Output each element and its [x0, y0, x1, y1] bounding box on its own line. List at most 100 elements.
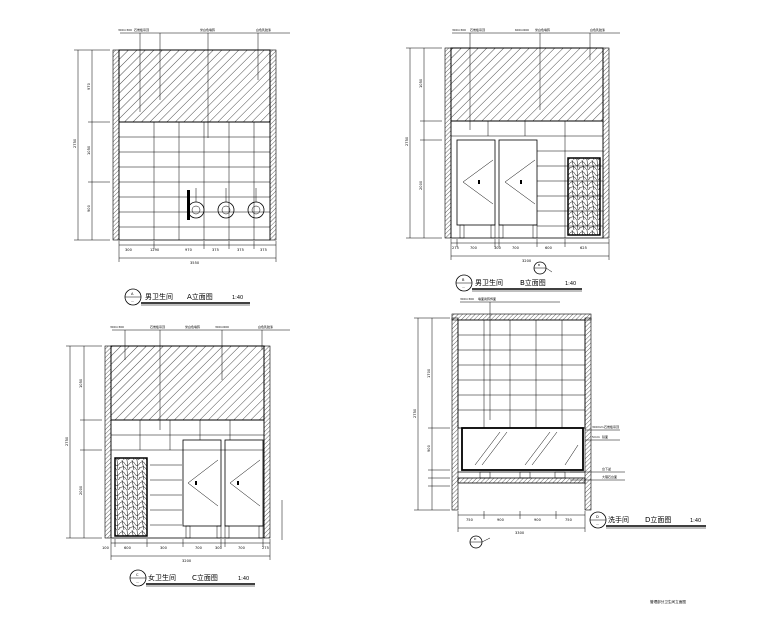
dim-a-2: 1290 [150, 248, 160, 252]
dim-c-1: 100 [102, 546, 110, 550]
callout-d-1: 300×300 [460, 297, 474, 301]
elevation-name-d: D立面图 [645, 515, 671, 524]
dim-a-side-1: 970 [87, 82, 91, 90]
room-name-a: 男卫生间 [145, 292, 173, 301]
dim-d-4: 750 [565, 518, 573, 522]
circle-sub-a: — [131, 299, 134, 303]
circle-label-c: C [136, 573, 139, 577]
right-wall [584, 317, 592, 511]
elevation-view-a: 300 1290 970 375 375 375 3550 2750 970 1… [73, 27, 290, 306]
callout-d-4: 石膏板吊顶 [604, 424, 619, 429]
dim-d-total: 3300 [515, 531, 525, 535]
callout-b-3: 600×600 [515, 28, 529, 32]
left-wall [451, 317, 459, 511]
room-name-d: 洗手间 [608, 515, 629, 524]
circle-label-b: B [462, 278, 465, 282]
dim-a-6: 375 [260, 248, 267, 252]
elevation-view-d: 750 900 900 750 3300 2750 1700 900 300×3… [413, 296, 706, 549]
dim-a-4: 375 [212, 248, 219, 252]
dim-a-5: 375 [237, 248, 244, 252]
callout-d-7: 台下盆 [602, 466, 611, 471]
mirror [461, 427, 584, 471]
dim-b-3: 300 [494, 246, 502, 250]
callout-c-2: 石膏板吊顶 [150, 324, 165, 329]
tile-wall [450, 120, 604, 239]
dim-a-total: 3550 [190, 261, 200, 265]
dim-b-6: 625 [580, 246, 587, 250]
dim-d-2: 900 [497, 518, 505, 522]
circle-sub-b: — [462, 285, 465, 289]
callout-a-4: 白色乳胶漆 [256, 27, 271, 32]
dim-a-1: 300 [125, 248, 133, 252]
callout-d-6: 镜面 [602, 434, 608, 439]
callout-b-5: 白色乳胶漆 [590, 27, 605, 32]
dim-c-total: 3200 [182, 559, 192, 563]
dim-c-3: 300 [160, 546, 168, 550]
room-name-b: 男卫生间 [475, 278, 503, 287]
callout-c-1: 300×300 [110, 325, 124, 329]
dim-d-3: 900 [534, 518, 542, 522]
dim-c-5: 300 [215, 546, 223, 550]
dim-c-side-1: 1050 [79, 378, 83, 388]
callout-d-2: 墙面瓷砖饰面 [478, 296, 496, 301]
ceiling-band [118, 49, 271, 123]
callout-d-5: 5mm [592, 435, 600, 439]
elevation-view-c: 100 600 300 700 300 700 275 3200 2750 10… [65, 324, 290, 587]
dim-b-2: 700 [470, 246, 478, 250]
right-wall [269, 49, 277, 241]
top-wall [451, 313, 592, 321]
tile-wall [457, 319, 586, 429]
dim-c-side-2: 2000 [79, 485, 83, 495]
left-wall [104, 345, 112, 539]
circle-sub-d: — [596, 522, 599, 526]
dim-c-height: 2750 [65, 436, 69, 446]
dim-d-height: 2750 [413, 408, 417, 418]
elevation-name-c: C立面图 [192, 573, 218, 582]
title-block-b: B — 男卫生间 B立面图 1:40 [455, 274, 582, 292]
ceiling-band [110, 345, 265, 421]
title-block-a: A — 男卫生间 A立面图 1:40 [124, 288, 250, 306]
dim-b-4: 700 [512, 246, 520, 250]
left-wall [112, 49, 120, 241]
dim-c-6: 700 [238, 546, 246, 550]
dim-d-1: 750 [466, 518, 474, 522]
scale-a: 1:40 [232, 295, 243, 301]
dim-b-total: 3200 [522, 259, 532, 263]
tile-wall [118, 121, 271, 241]
callout-d-3: 300mm [592, 425, 604, 429]
dim-a-side-2: 1050 [87, 145, 91, 155]
callout-a-2: 石膏板吊顶 [134, 27, 149, 32]
dim-b-height: 2750 [405, 136, 409, 146]
cubicle-doors [456, 139, 538, 239]
marble-panel [567, 157, 601, 236]
callout-c-4: 300×600 [215, 325, 229, 329]
dim-c-7: 275 [262, 546, 269, 550]
dim-b-5: 600 [545, 246, 553, 250]
dim-a-3: 970 [185, 248, 193, 252]
dim-d-side-2: 900 [427, 444, 431, 452]
left-wall [444, 47, 452, 239]
callout-c-5: 白色乳胶漆 [258, 324, 273, 329]
scale-b: 1:40 [565, 281, 576, 287]
callout-b-1: 300×300 [452, 28, 466, 32]
callout-c-3: 米白色墙砖 [185, 324, 200, 329]
ceiling-band [450, 47, 604, 122]
dim-b-side-2: 2000 [419, 180, 423, 190]
circle-label-a: A [131, 292, 134, 296]
callout-d-8: 大理石台面 [602, 474, 617, 479]
callout-a-3: 米白色墙砖 [200, 27, 215, 32]
callout-b-2: 石膏板吊顶 [470, 27, 485, 32]
scale-d: 1:40 [690, 518, 701, 524]
right-wall [263, 345, 271, 539]
right-wall [602, 47, 610, 239]
callout-a-1: 300×300 [118, 28, 132, 32]
section-marker-b: B [533, 261, 553, 275]
dim-c-2: 600 [124, 546, 132, 550]
dim-a-side-3: 900 [87, 204, 91, 212]
scale-c: 1:40 [238, 576, 249, 582]
elevation-view-b: 275 700 300 700 600 625 3200 2750 1050 2… [405, 27, 620, 292]
room-name-c: 女卫生间 [148, 573, 176, 582]
sheet-title: 管理部分卫生间立面图 [650, 599, 686, 604]
urinal-group [187, 188, 265, 220]
